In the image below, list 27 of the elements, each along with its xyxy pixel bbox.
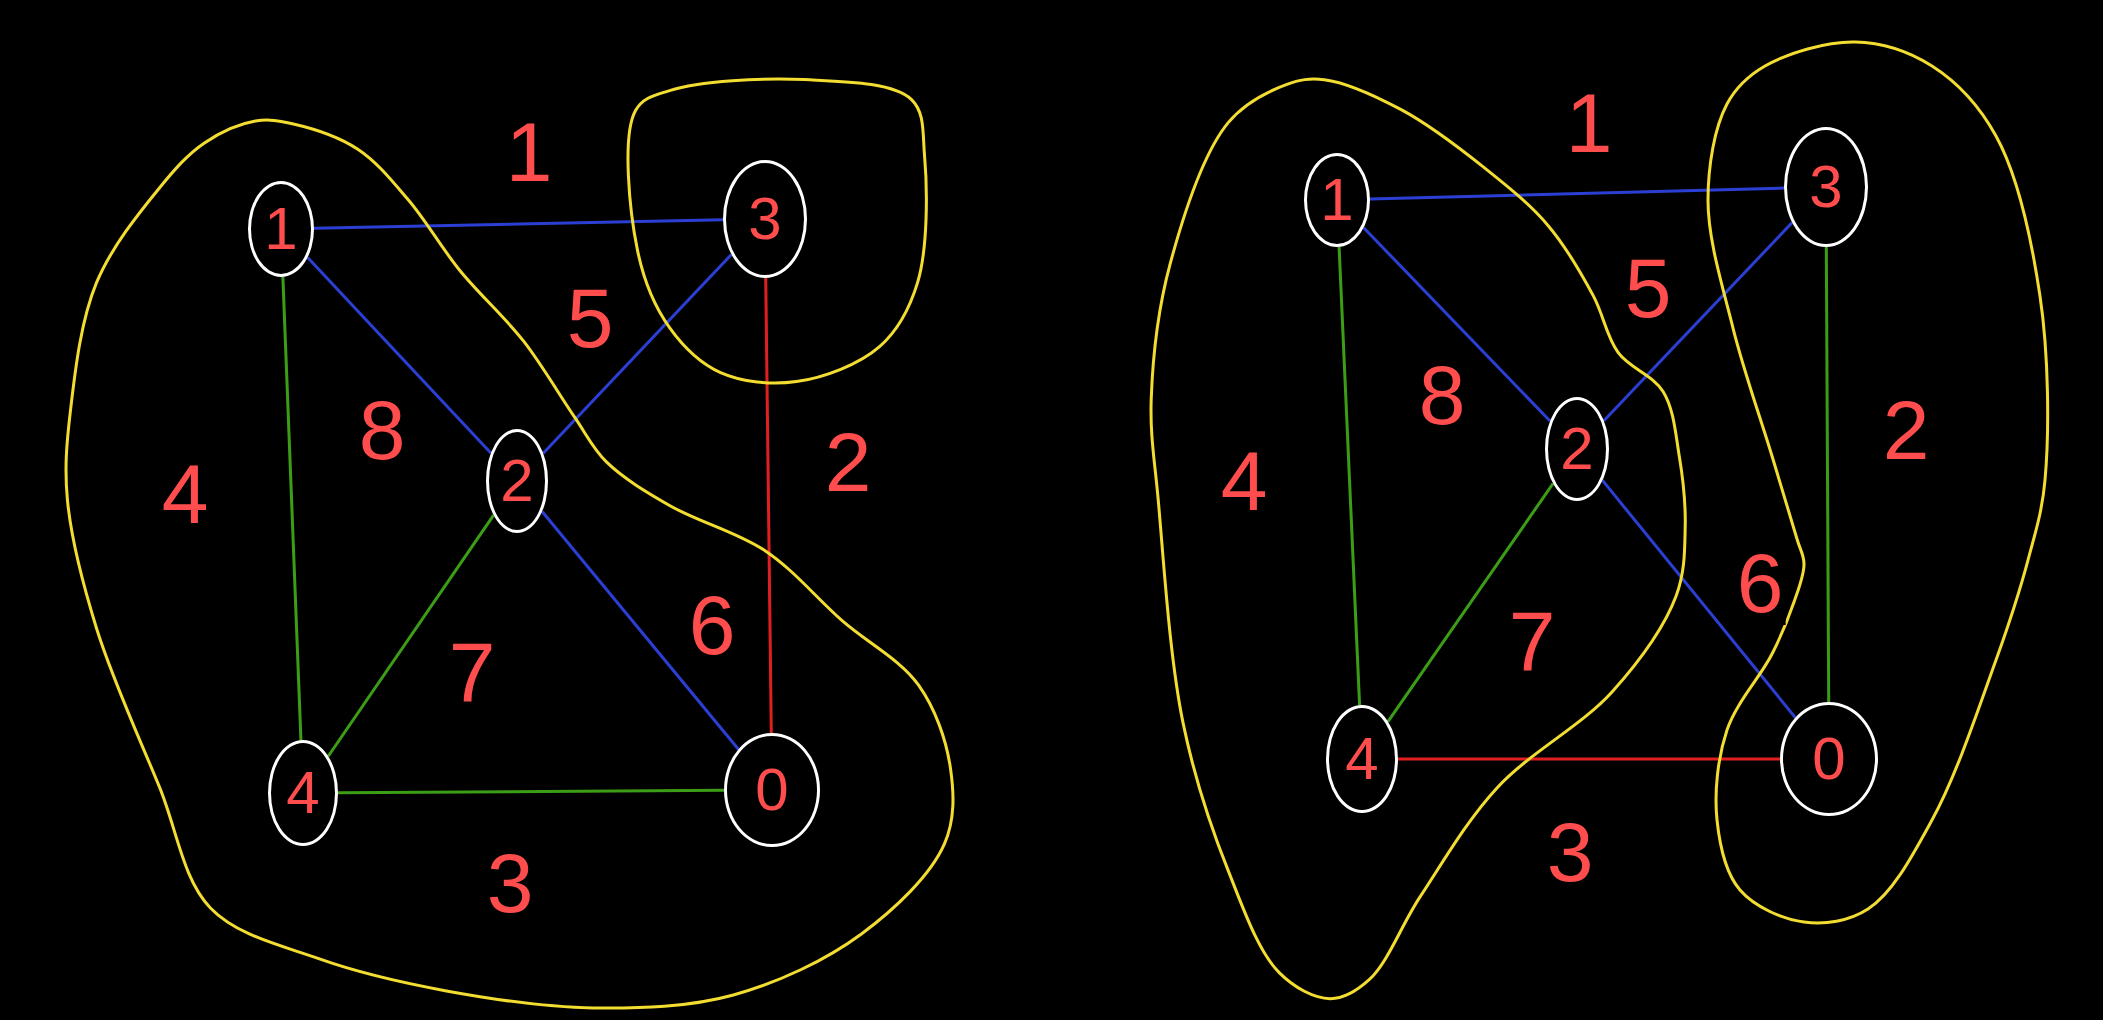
edge-line [764, 277, 773, 734]
edge-line [1602, 221, 1794, 422]
edge-line [1601, 479, 1797, 719]
edge-line [338, 788, 724, 795]
edge-line [1824, 247, 1831, 702]
graph-node: 3 [723, 160, 807, 278]
edge-line [540, 510, 740, 751]
edge-line [313, 218, 724, 230]
graph-node: 1 [1304, 153, 1370, 247]
graph-node: 4 [1326, 705, 1398, 813]
edge-line [1362, 226, 1552, 423]
edge-line [1386, 482, 1555, 723]
graph-node: 4 [268, 740, 338, 846]
graph-node: 2 [1545, 397, 1609, 501]
graph-node: 2 [486, 429, 548, 533]
edge-line [306, 256, 492, 455]
graph-node: 3 [1784, 127, 1868, 247]
partition-outline [625, 76, 930, 387]
graph-node: 1 [248, 181, 314, 277]
edge-line [542, 253, 733, 455]
edge-line [1337, 246, 1362, 706]
graph-node: 0 [724, 733, 820, 847]
edge-line [281, 276, 303, 741]
edge-line [1369, 186, 1785, 201]
graph-node: 0 [1780, 702, 1878, 816]
edge-line [1398, 757, 1780, 761]
edge-line [326, 514, 495, 758]
